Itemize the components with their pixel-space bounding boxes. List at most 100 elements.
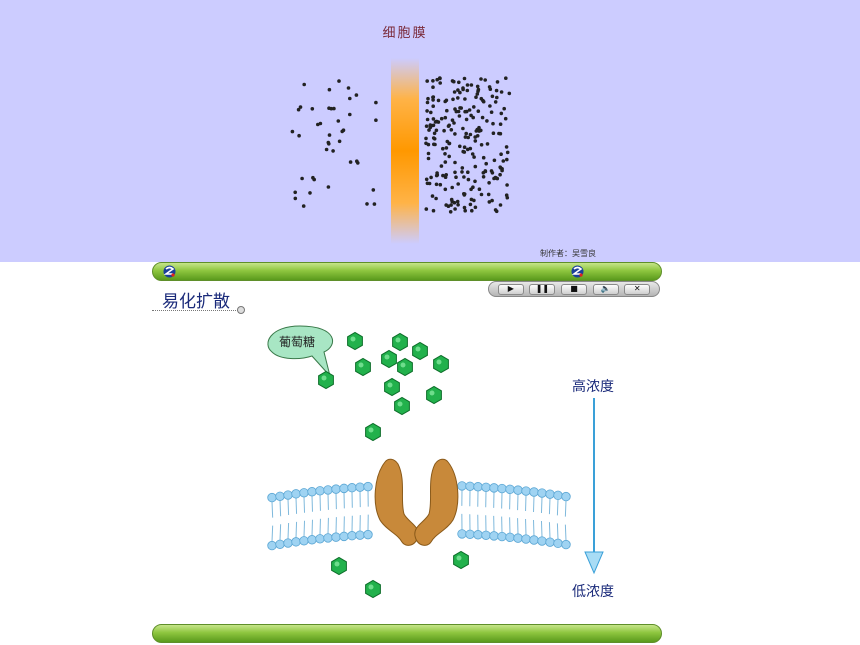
molecule-dot	[448, 210, 453, 214]
membrane-label: 细胞膜	[382, 26, 428, 41]
molecule-dot	[429, 110, 433, 115]
glucose-label: 葡萄糖	[279, 335, 316, 349]
molecule-dot	[444, 98, 449, 103]
molecule-dot	[348, 160, 353, 164]
molecule-dot	[502, 106, 507, 111]
lipid-head	[347, 531, 357, 541]
molecule-dot	[485, 119, 489, 123]
molecule-dot	[494, 176, 499, 180]
molecule-dot	[493, 100, 498, 104]
glucose-molecule	[384, 377, 400, 397]
lipid-tail	[271, 501, 274, 518]
molecule-dot	[455, 199, 460, 204]
molecule-dot	[454, 175, 458, 179]
glucose-molecule	[355, 357, 371, 377]
molecule-dot	[488, 87, 493, 91]
glucose-highlight	[387, 382, 393, 388]
stop-button[interactable]: ■	[560, 283, 587, 295]
glucose-speech-bubble	[267, 325, 333, 377]
molecule-dot	[436, 98, 441, 103]
molecule-dot	[443, 160, 448, 164]
molecule-dot	[471, 115, 476, 120]
molecule-dot	[427, 128, 431, 132]
molecule-dot	[462, 205, 467, 210]
molecule-dot	[439, 164, 444, 168]
lipid-tail	[540, 521, 543, 538]
molecule-dot	[438, 81, 443, 85]
pause-button[interactable]: ❚❚	[529, 283, 556, 295]
molecule-dot	[429, 175, 433, 180]
molecule-dot	[488, 104, 492, 108]
molecule-dot	[459, 106, 464, 110]
lipid-head	[355, 530, 365, 540]
molecule-dot	[463, 208, 468, 213]
molecule-dot	[424, 207, 429, 211]
molecule-dot	[483, 78, 488, 82]
lipid-head	[307, 487, 317, 497]
molecule-dot	[453, 160, 457, 165]
molecule-dot	[468, 202, 473, 207]
molecule-dot	[464, 131, 469, 136]
molecule-dot	[462, 76, 467, 81]
molecule-dot	[374, 100, 378, 105]
molecule-dot	[355, 159, 359, 163]
lipid-head	[355, 482, 365, 492]
glucose-highlight	[400, 362, 406, 368]
molecule-dot	[426, 142, 431, 147]
lipid-tail	[287, 499, 290, 516]
lipid-tail	[548, 522, 551, 539]
title-underline	[152, 310, 238, 311]
glucose-molecules	[318, 331, 469, 599]
glucose-molecule	[426, 385, 442, 405]
molecule-dot	[447, 154, 452, 159]
molecule-dot	[346, 86, 351, 90]
molecule-dot	[473, 139, 478, 143]
molecule-dot	[443, 187, 448, 192]
lipid-head	[331, 532, 341, 542]
molecule-dot	[431, 104, 436, 108]
molecule-dot	[476, 89, 480, 94]
molecule-dot	[479, 77, 483, 81]
molecule-dot	[348, 96, 352, 101]
close-icon: ✕	[633, 284, 641, 293]
molecule-dot	[431, 123, 436, 128]
molecule-dot	[332, 106, 336, 111]
lipid-head	[545, 489, 555, 499]
molecule-dot	[484, 161, 489, 166]
molecule-dot	[301, 204, 306, 208]
molecule-dot	[431, 136, 436, 140]
close-button[interactable]: ✕	[624, 283, 651, 295]
molecule-dot	[494, 88, 499, 93]
molecule-dot	[472, 105, 476, 109]
lipid-head	[291, 489, 301, 499]
molecule-dot	[430, 194, 435, 198]
molecule-dot	[463, 109, 467, 114]
lipid-head	[323, 485, 333, 495]
lipid-tail	[279, 500, 282, 517]
lipid-head	[513, 533, 523, 543]
lipid-head	[315, 486, 325, 496]
molecule-dot	[442, 128, 446, 133]
molecule-dot	[472, 155, 476, 159]
media-player-toolbar: ▶ ❚❚ ■ 🔈 ✕	[488, 281, 660, 297]
molecule-dot	[327, 87, 332, 92]
molecule-dot	[449, 203, 453, 207]
molecule-dot	[444, 203, 449, 207]
volume-button[interactable]: 🔈	[592, 283, 619, 295]
author-credit: 制作者：吴雪良	[540, 249, 596, 258]
molecule-dot	[483, 169, 488, 173]
molecule-dot	[453, 132, 457, 136]
molecule-dot	[297, 133, 301, 138]
molecule-dot	[495, 95, 499, 100]
molecule-dot	[460, 170, 464, 174]
play-button[interactable]: ▶	[497, 283, 524, 295]
stop-icon: ■	[570, 284, 578, 293]
molecule-dot	[431, 98, 435, 102]
molecule-dot	[425, 117, 430, 122]
molecule-dot	[499, 152, 503, 156]
molecule-dot	[461, 126, 465, 131]
lipid-head	[283, 490, 293, 500]
molecule-dot	[499, 90, 504, 94]
molecule-dot	[480, 115, 485, 120]
lipid-head	[457, 529, 467, 539]
